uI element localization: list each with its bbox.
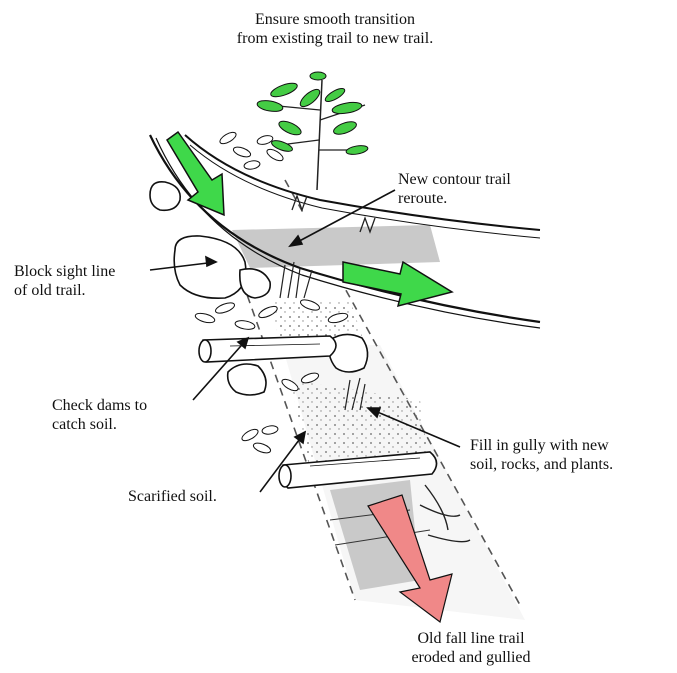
label-check-dams: Check dams to catch soil. [52,396,147,434]
label-line: Old fall line trail [378,629,564,648]
label-old-fall-line-trail: Old fall line trail eroded and gullied [378,629,564,667]
label-line: reroute. [398,189,511,208]
label-line: Check dams to [52,396,147,415]
label-line: eroded and gullied [378,648,564,667]
label-line: Ensure smooth transition [190,10,480,29]
label-line: soil, rocks, and plants. [470,455,613,474]
label-line: New contour trail [398,170,511,189]
label-line: from existing trail to new trail. [190,29,480,48]
label-block-sight-line: Block sight line of old trail. [14,262,115,300]
label-line: of old trail. [14,281,115,300]
label-line: Block sight line [14,262,115,281]
label-scarified-soil: Scarified soil. [128,487,217,506]
label-fill-gully: Fill in gully with new soil, rocks, and … [470,436,613,474]
label-line: Scarified soil. [128,487,217,506]
plant-icon [256,72,368,190]
label-new-contour-trail: New contour trail reroute. [398,170,511,208]
label-line: Fill in gully with new [470,436,613,455]
label-line: catch soil. [52,415,147,434]
label-smooth-transition: Ensure smooth transition from existing t… [190,10,480,48]
new-contour-trail [150,135,540,328]
